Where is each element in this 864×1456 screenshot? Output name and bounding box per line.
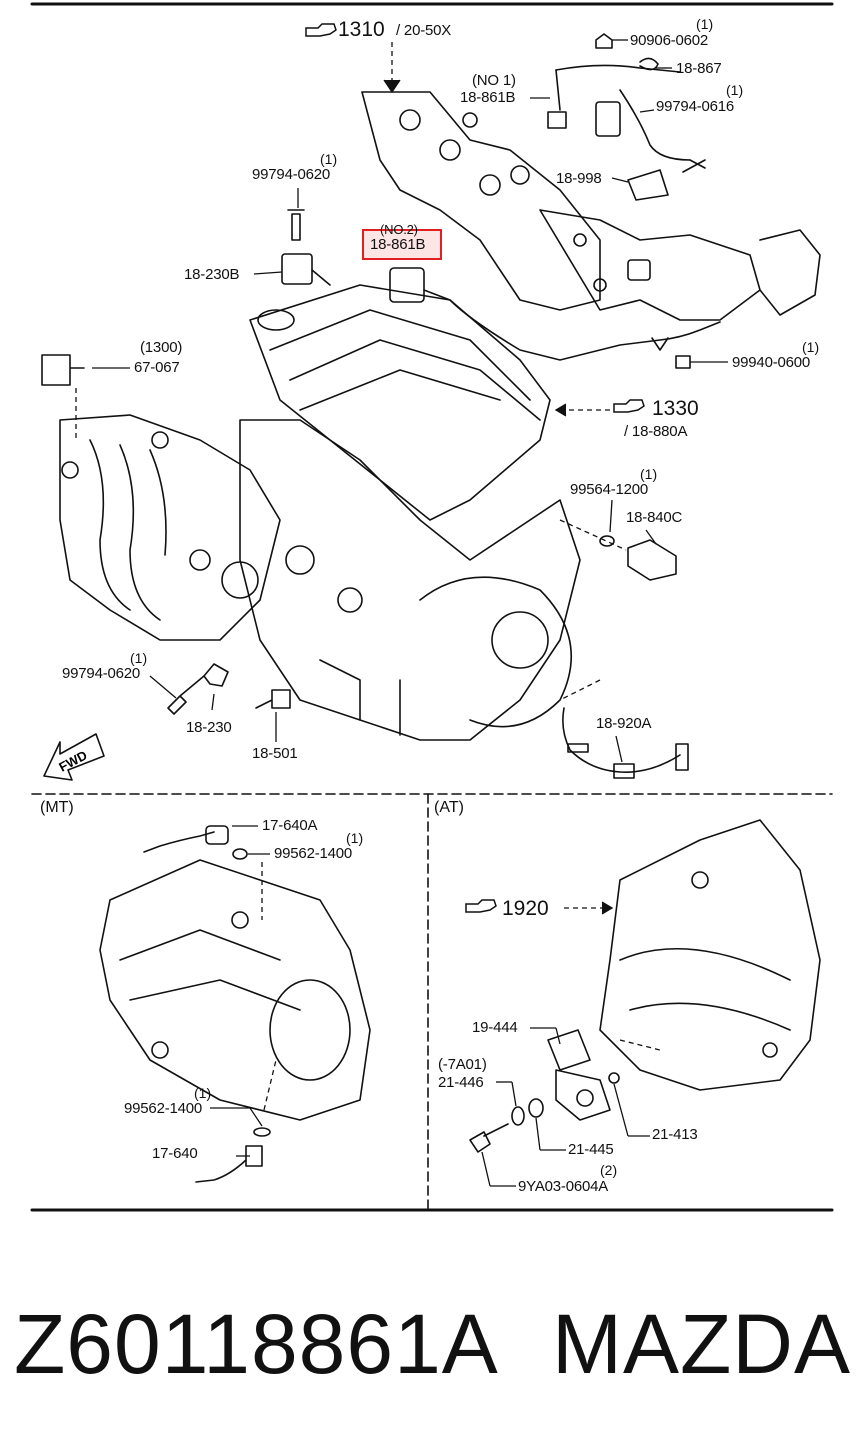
section-mt-label: (MT) (40, 799, 74, 816)
highlighted-part-box (362, 229, 442, 260)
qty-99794-0620-bot: (1) (130, 650, 148, 666)
automatic-transmission-drawing (599, 819, 821, 1091)
part-21-445[interactable]: 21-445 (568, 1141, 614, 1158)
manual-transmission-drawing (99, 859, 371, 1121)
intake-manifold-drawing (59, 414, 281, 641)
part-18-998[interactable]: 18-998 (556, 170, 602, 187)
part-99562-1400-bot[interactable]: 99562-1400 (124, 1100, 203, 1117)
qty-90906-0602: (1) (696, 16, 714, 32)
part-67-067[interactable]: 67-067 (134, 359, 180, 376)
part-99562-1400-top[interactable]: 99562-1400 (274, 845, 353, 862)
qty-9YA03-0604A: (2) (600, 1162, 618, 1178)
callout-1310-sub: / 20-50X (396, 22, 452, 39)
part-99564-1200[interactable]: 99564-1200 (570, 481, 649, 498)
part-99794-0616[interactable]: 99794-0616 (656, 98, 735, 115)
tag-7A01: (-7A01) (438, 1056, 487, 1073)
reference-hand-icon (465, 899, 497, 913)
qty-99562-1400-top: (1) (346, 830, 364, 846)
part-17-640[interactable]: 17-640 (152, 1145, 198, 1162)
part-99940-0600[interactable]: 99940-0600 (732, 354, 811, 371)
part-18-501[interactable]: 18-501 (252, 745, 298, 762)
part-17-640A[interactable]: 17-640A (262, 817, 318, 834)
part-21-446[interactable]: 21-446 (438, 1074, 484, 1091)
part-21-413[interactable]: 21-413 (652, 1126, 698, 1143)
part-18-867[interactable]: 18-867 (676, 60, 722, 77)
cylinder-head-drawing (249, 284, 551, 521)
qty-99940-0600: (1) (802, 339, 820, 355)
exhaust-manifold-drawing (361, 91, 601, 311)
tag-18-861B-no1: (NO 1) (472, 72, 516, 89)
callout-1310[interactable]: 1310 (338, 18, 385, 41)
fwd-arrow-icon (43, 733, 105, 781)
tag-1300: (1300) (140, 339, 183, 356)
qty-99794-0620-top: (1) (320, 151, 338, 167)
fwd-label: FWD (56, 748, 89, 775)
part-99794-0620-bot[interactable]: 99794-0620 (62, 665, 141, 682)
part-18-230[interactable]: 18-230 (186, 719, 232, 736)
tag-18-861B-no2: (NO.2) (380, 222, 418, 237)
reference-hand-icon (613, 399, 645, 413)
part-9YA03-0604A[interactable]: 9YA03-0604A (518, 1178, 609, 1195)
footer-part-number: Z60118861A (14, 1297, 499, 1391)
footer-brand: MAZDA (552, 1297, 851, 1391)
part-99794-0620-top[interactable]: 99794-0620 (252, 166, 331, 183)
qty-99562-1400-bot: (1) (194, 1085, 212, 1101)
part-18-230B[interactable]: 18-230B (184, 266, 240, 283)
engine-block-drawing (239, 419, 581, 741)
callout-1920[interactable]: 1920 (502, 897, 549, 920)
reference-hand-icon (305, 23, 337, 37)
callout-1330[interactable]: 1330 (652, 397, 699, 420)
callout-1330-sub: / 18-880A (624, 423, 688, 440)
section-at-label: (AT) (434, 799, 464, 816)
qty-99564-1200: (1) (640, 466, 658, 482)
qty-99794-0616: (1) (726, 82, 744, 98)
part-18-861B-no1[interactable]: 18-861B (460, 89, 516, 106)
part-19-444[interactable]: 19-444 (472, 1019, 518, 1036)
part-18-840C[interactable]: 18-840C (626, 509, 683, 526)
part-18-861B-no2[interactable]: 18-861B (370, 236, 426, 253)
part-18-920A[interactable]: 18-920A (596, 715, 652, 732)
part-90906-0602[interactable]: 90906-0602 (630, 32, 709, 49)
